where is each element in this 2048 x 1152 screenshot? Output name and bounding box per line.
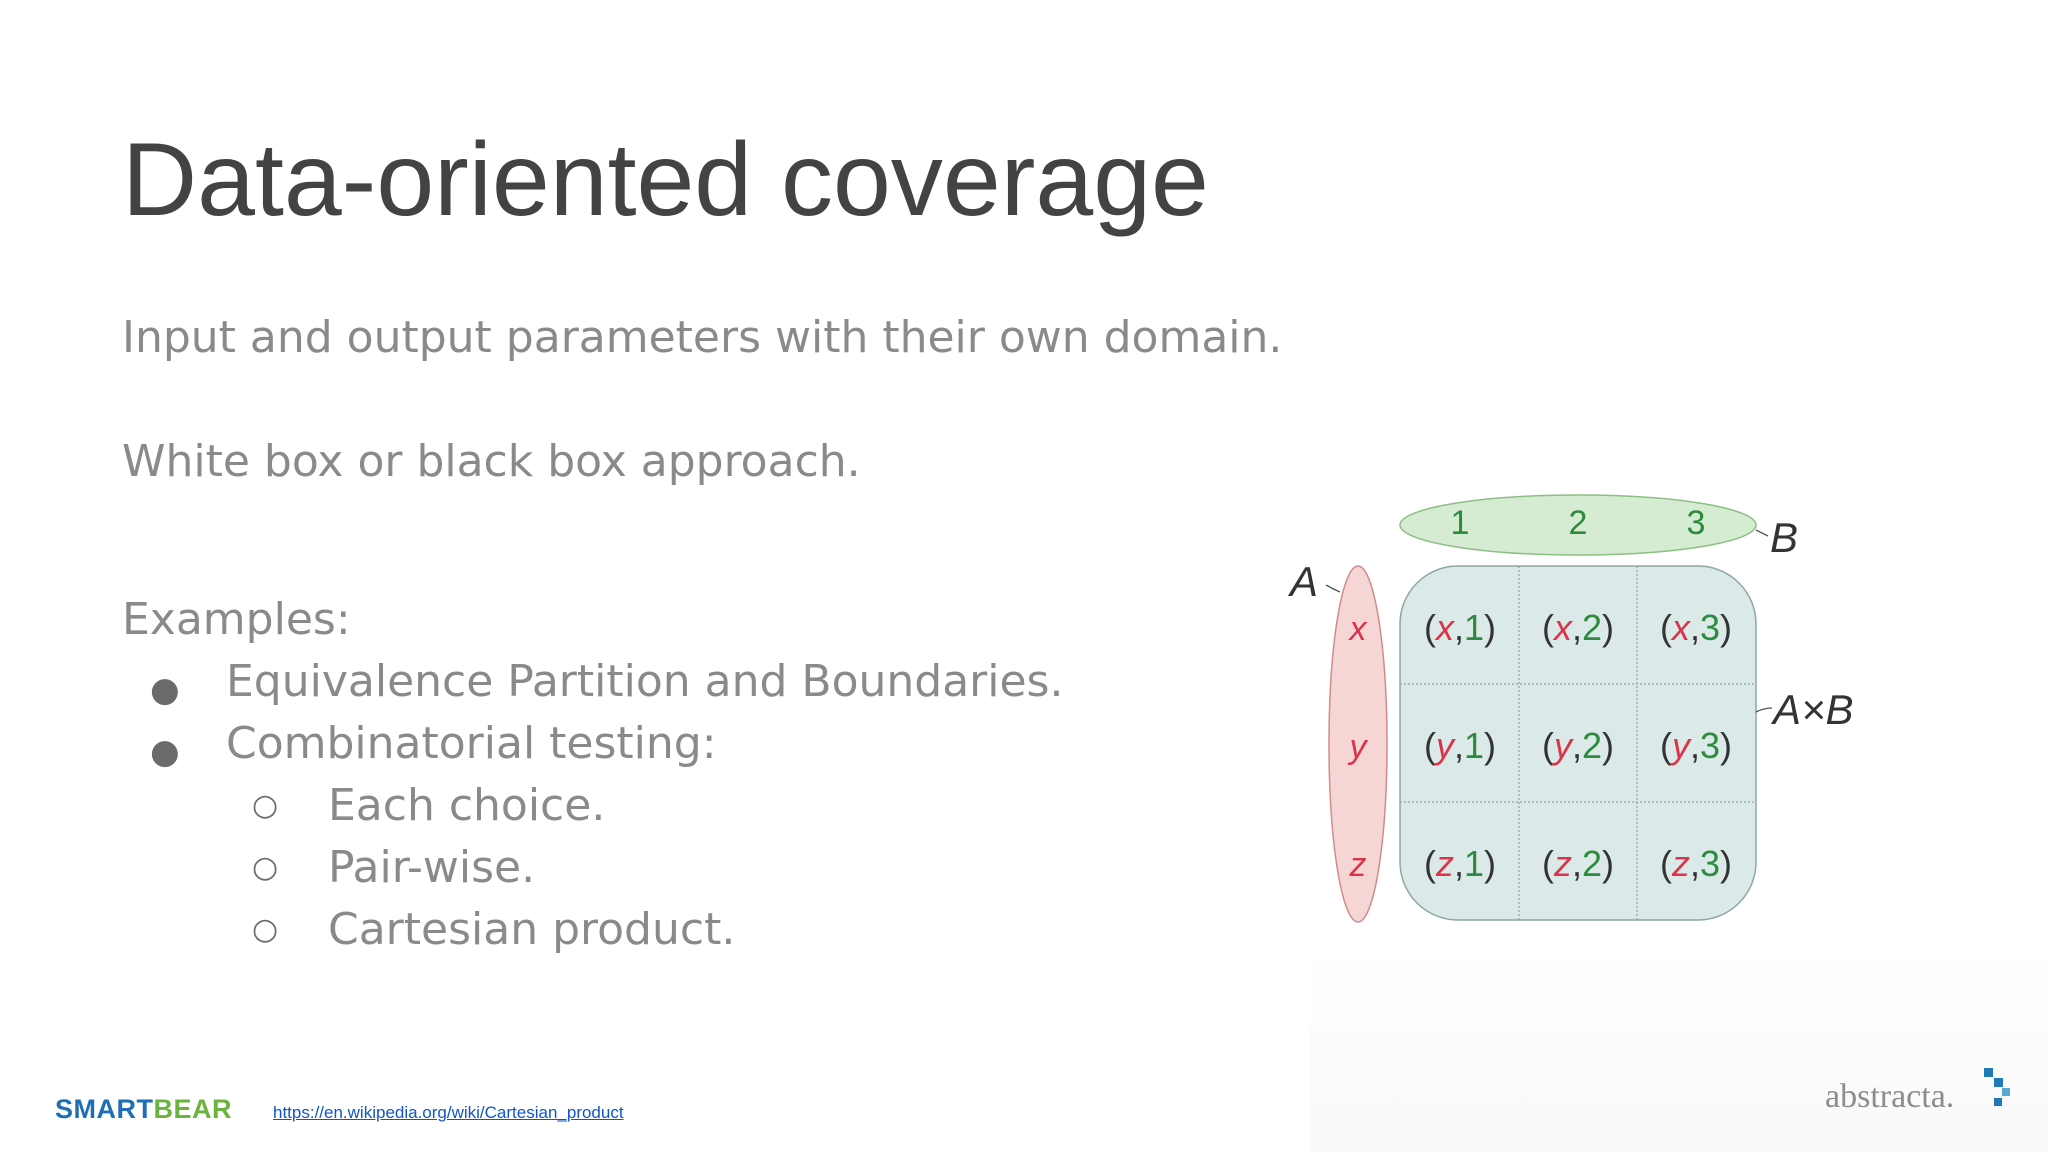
set-b-element: 2	[1569, 504, 1588, 542]
product-pair: (x,3)	[1660, 607, 1732, 648]
sub-bullet-each-choice: Each choice.	[328, 780, 606, 831]
bullet-equivalence-partition: Equivalence Partition and Boundaries.	[226, 656, 1064, 707]
product-pair: (y,3)	[1660, 725, 1732, 766]
bullet-combinatorial-testing: Combinatorial testing:	[226, 718, 717, 769]
product-pair: (x,1)	[1424, 607, 1496, 648]
bullet-marker: ●	[150, 732, 180, 772]
source-link[interactable]: https://en.wikipedia.org/wiki/Cartesian_…	[273, 1103, 624, 1122]
paragraph-domain: Input and output parameters with their o…	[122, 312, 1283, 363]
product-pair: (z,2)	[1542, 843, 1614, 884]
set-a-element: y	[1348, 728, 1369, 766]
set-b-label: B	[1770, 514, 1798, 561]
set-a-label: A	[1287, 558, 1318, 605]
product-grid-background	[1399, 565, 1757, 921]
examples-heading: Examples:	[122, 594, 351, 645]
bullet-marker: ●	[150, 670, 180, 710]
product-leader-line	[1755, 707, 1773, 713]
product-pair: (z,3)	[1660, 843, 1732, 884]
set-b-element: 3	[1687, 504, 1706, 542]
paragraph-approach: White box or black box approach.	[122, 436, 861, 487]
set-b-leader-line	[1755, 529, 1769, 537]
sub-bullet-marker: ○	[252, 850, 279, 885]
slide-title: Data-oriented coverage	[122, 122, 1209, 238]
abstracta-logo: abstracta.	[1825, 1078, 1955, 1115]
sub-bullet-marker: ○	[252, 788, 279, 823]
corner-background	[1310, 950, 2048, 1152]
set-b-ellipse	[1399, 494, 1757, 556]
product-pair: (x,2)	[1542, 607, 1614, 648]
sub-bullet-marker: ○	[252, 912, 279, 947]
smartbear-logo: SMARTBEAR	[55, 1094, 233, 1124]
set-a-element: x	[1348, 610, 1368, 648]
product-pair: (z,1)	[1424, 843, 1496, 884]
set-a-ellipse	[1328, 565, 1388, 923]
sub-bullet-cartesian-product: Cartesian product.	[328, 904, 736, 955]
product-label: A×B	[1770, 686, 1854, 733]
abstracta-logo-icon	[1984, 1068, 2010, 1106]
product-pair: (y,1)	[1424, 725, 1496, 766]
sub-bullet-pair-wise: Pair-wise.	[328, 842, 536, 893]
set-b-element: 1	[1451, 504, 1470, 542]
cartesian-product-diagram: A B A×B 1 2 3 x y z (x,1) (x,2) (x,3) (y,1) (y,2) (…	[1287, 494, 1854, 923]
set-a-element: z	[1349, 846, 1367, 884]
set-a-leader-line	[1325, 584, 1341, 593]
product-pair: (y,2)	[1542, 725, 1614, 766]
